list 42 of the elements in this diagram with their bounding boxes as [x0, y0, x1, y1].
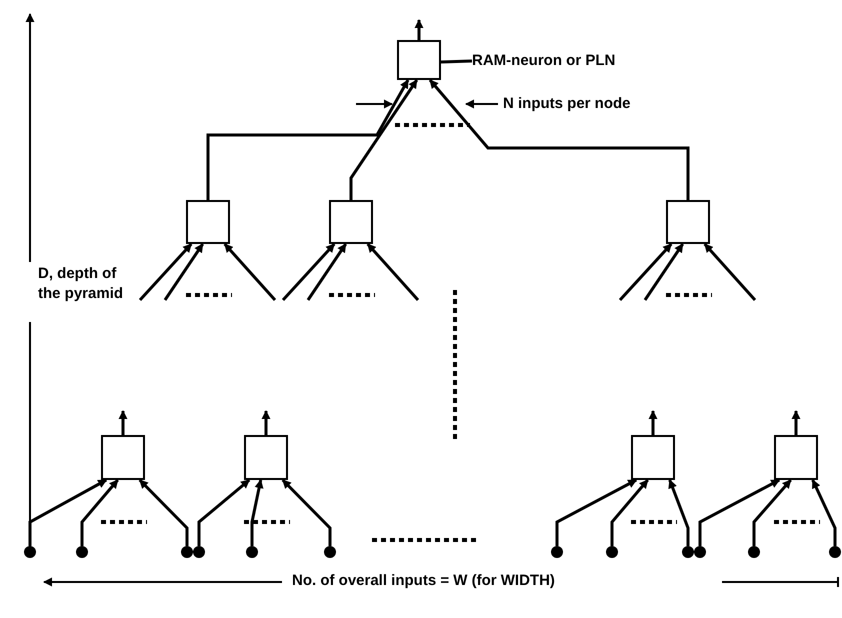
arrow [224, 243, 276, 301]
arrow [198, 478, 250, 546]
arrow [282, 478, 332, 546]
arrow [118, 410, 128, 435]
arrow [644, 243, 684, 301]
neuron-box [774, 435, 818, 480]
neuron-box [244, 435, 288, 480]
arrow [250, 479, 264, 546]
arrow [206, 79, 410, 200]
annotation-text: D, depth of the pyramid [38, 264, 124, 304]
neuron-box [631, 435, 675, 480]
arrow [138, 478, 188, 546]
neuron-box [101, 435, 145, 480]
arrow [80, 479, 119, 546]
arrow [306, 243, 347, 301]
neuron-box [666, 200, 710, 244]
arrow [752, 479, 792, 546]
arrow [28, 478, 108, 546]
arrow [648, 410, 658, 435]
arrow [556, 478, 638, 546]
arrow [668, 479, 690, 546]
annotation-text: No. of overall inputs = W (for WIDTH) [292, 571, 555, 591]
arrow [428, 79, 690, 200]
node-label: RAM-neuron or PLN [472, 50, 652, 72]
arrow [138, 242, 192, 302]
arrow [704, 243, 756, 301]
neuron-box [329, 200, 373, 244]
arrow [350, 79, 418, 200]
arrow [610, 479, 649, 546]
arrow [414, 19, 424, 40]
neuron-box [186, 200, 230, 244]
arrow [262, 410, 270, 435]
arrow [811, 479, 836, 546]
arrow [282, 242, 336, 302]
arrow [366, 243, 420, 301]
arrow [618, 242, 672, 302]
annotation-text: N inputs per node [503, 94, 630, 114]
arrow [792, 410, 800, 435]
arrow [698, 478, 780, 546]
leader-line [440, 60, 472, 64]
arrow [164, 243, 204, 301]
neuron-box [397, 40, 441, 80]
